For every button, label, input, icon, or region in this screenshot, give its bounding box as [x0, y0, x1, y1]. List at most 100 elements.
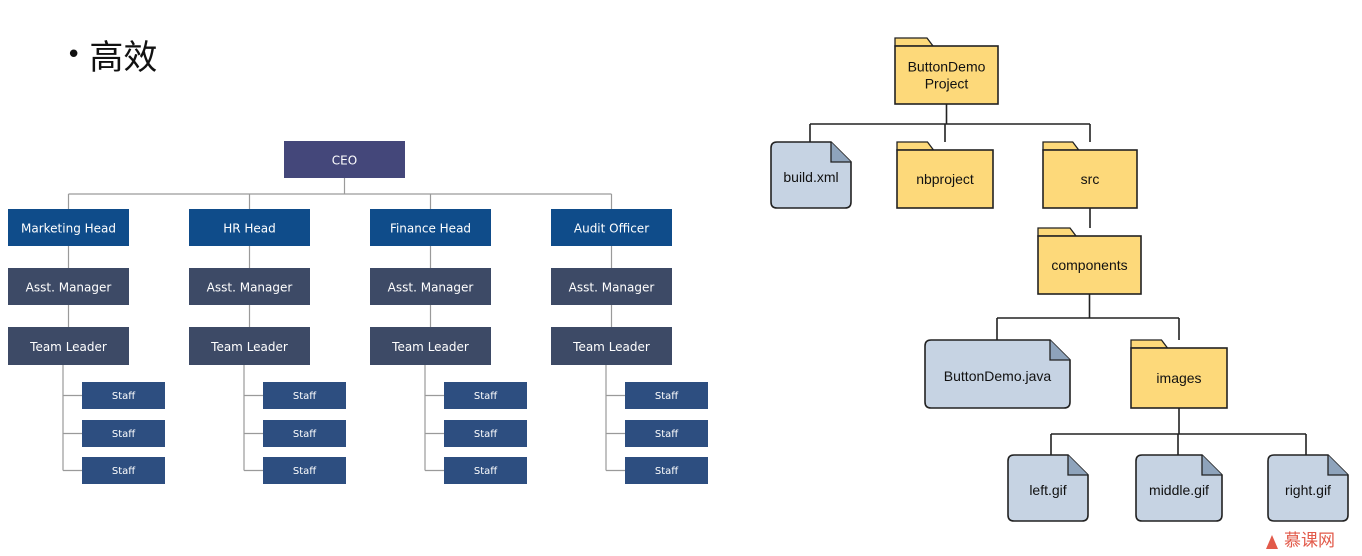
- staff-node-label: Staff: [655, 429, 679, 440]
- file-node-label: left.gif: [1029, 482, 1066, 498]
- file-icon: [1135, 454, 1223, 522]
- team-leader-node-label: Team Leader: [572, 340, 650, 354]
- folder-node-label: src: [1081, 171, 1100, 187]
- manager-node-label: Asst. Manager: [26, 281, 112, 295]
- team-leader-node-label: Team Leader: [29, 340, 107, 354]
- dept-head-node-box: [551, 209, 672, 246]
- staff-node-box: [625, 420, 708, 447]
- team-leader-node-box: [8, 327, 129, 365]
- folder-node-label: images: [1156, 370, 1201, 386]
- staff-node-box: [625, 382, 708, 409]
- team-leader-node: Team Leader: [189, 327, 310, 365]
- folder-icon: [1042, 149, 1138, 209]
- staff-node-box: [444, 457, 527, 484]
- folder-node-label: nbproject: [916, 171, 974, 187]
- staff-node: Staff: [263, 382, 346, 409]
- folder-tab-icon: [1130, 339, 1169, 349]
- folder-node: src: [1042, 141, 1138, 209]
- staff-node-label: Staff: [293, 391, 317, 402]
- dept-head-node: HR Head: [189, 209, 310, 246]
- ceo-node-label: CEO: [332, 154, 357, 168]
- staff-node-box: [263, 420, 346, 447]
- file-node: ButtonDemo.java: [924, 339, 1071, 409]
- dept-head-node-label: Marketing Head: [21, 222, 116, 236]
- team-leader-node: Team Leader: [551, 327, 672, 365]
- file-fold-icon: [830, 142, 851, 163]
- heading-text: 高效: [89, 38, 158, 78]
- manager-node: Asst. Manager: [370, 268, 491, 305]
- manager-node-label: Asst. Manager: [388, 281, 474, 295]
- dept-head-node: Audit Officer: [551, 209, 672, 246]
- file-node-label: middle.gif: [1149, 482, 1209, 498]
- team-leader-node-box: [551, 327, 672, 365]
- folder-node: images: [1130, 339, 1228, 409]
- dept-head-node-label: Finance Head: [390, 222, 471, 236]
- watermark-logo: 慕课网: [1262, 529, 1360, 556]
- folder-tab-icon: [1037, 227, 1078, 237]
- file-fold-icon: [1049, 340, 1070, 361]
- folder-node: components: [1037, 227, 1142, 295]
- file-node: left.gif: [1007, 454, 1089, 522]
- folder-node-label: components: [1051, 257, 1127, 273]
- team-leader-node-box: [189, 327, 310, 365]
- folder-node: nbproject: [896, 141, 994, 209]
- staff-node-box: [625, 457, 708, 484]
- staff-node-box: [82, 382, 165, 409]
- file-node-label: build.xml: [783, 169, 838, 185]
- manager-node-box: [189, 268, 310, 305]
- manager-node-label: Asst. Manager: [569, 281, 655, 295]
- manager-node-box: [370, 268, 491, 305]
- folder-icon: [1130, 347, 1228, 409]
- staff-node: Staff: [263, 420, 346, 447]
- root-folder-label: Project: [925, 76, 969, 92]
- manager-node-box: [8, 268, 129, 305]
- file-node: middle.gif: [1135, 454, 1223, 522]
- staff-node-box: [444, 420, 527, 447]
- staff-node-box: [82, 457, 165, 484]
- staff-node: Staff: [82, 420, 165, 447]
- manager-node: Asst. Manager: [8, 268, 129, 305]
- staff-node-box: [444, 382, 527, 409]
- file-fold-icon: [1201, 455, 1222, 476]
- bullet-point: •: [66, 39, 82, 70]
- staff-node: Staff: [444, 382, 527, 409]
- dept-head-node: Marketing Head: [8, 209, 129, 246]
- staff-node-label: Staff: [474, 466, 498, 477]
- folder-icon: [894, 45, 999, 105]
- staff-node-box: [263, 457, 346, 484]
- team-leader-node-box: [370, 327, 491, 365]
- team-leader-node-label: Team Leader: [210, 340, 288, 354]
- dept-head-node-box: [8, 209, 129, 246]
- dept-head-node-label: Audit Officer: [574, 222, 649, 236]
- folder-tab-icon: [894, 37, 935, 47]
- staff-node-label: Staff: [474, 429, 498, 440]
- staff-node-label: Staff: [112, 466, 136, 477]
- watermark-flame-icon: [1266, 535, 1278, 549]
- file-node-label: right.gif: [1285, 482, 1331, 498]
- dept-head-node-box: [189, 209, 310, 246]
- manager-node: Asst. Manager: [551, 268, 672, 305]
- folder-tab-icon: [896, 141, 935, 151]
- staff-node: Staff: [82, 382, 165, 409]
- dept-head-node: Finance Head: [370, 209, 491, 246]
- staff-node: Staff: [625, 457, 708, 484]
- ceo-node: CEO: [284, 141, 405, 178]
- slide-heading: •高效: [66, 30, 157, 79]
- file-icon: [924, 339, 1071, 409]
- manager-node-box: [551, 268, 672, 305]
- staff-node: Staff: [625, 382, 708, 409]
- file-fold-icon: [1067, 455, 1088, 476]
- dept-head-node-box: [370, 209, 491, 246]
- staff-node-label: Staff: [112, 429, 136, 440]
- root-folder-label: ButtonDemo: [908, 59, 986, 75]
- staff-node: Staff: [82, 457, 165, 484]
- dept-head-node-label: HR Head: [223, 222, 276, 236]
- staff-node-label: Staff: [655, 466, 679, 477]
- staff-node-label: Staff: [112, 391, 136, 402]
- file-node-label: ButtonDemo.java: [944, 368, 1052, 384]
- manager-node-label: Asst. Manager: [207, 281, 293, 295]
- team-leader-node-label: Team Leader: [391, 340, 469, 354]
